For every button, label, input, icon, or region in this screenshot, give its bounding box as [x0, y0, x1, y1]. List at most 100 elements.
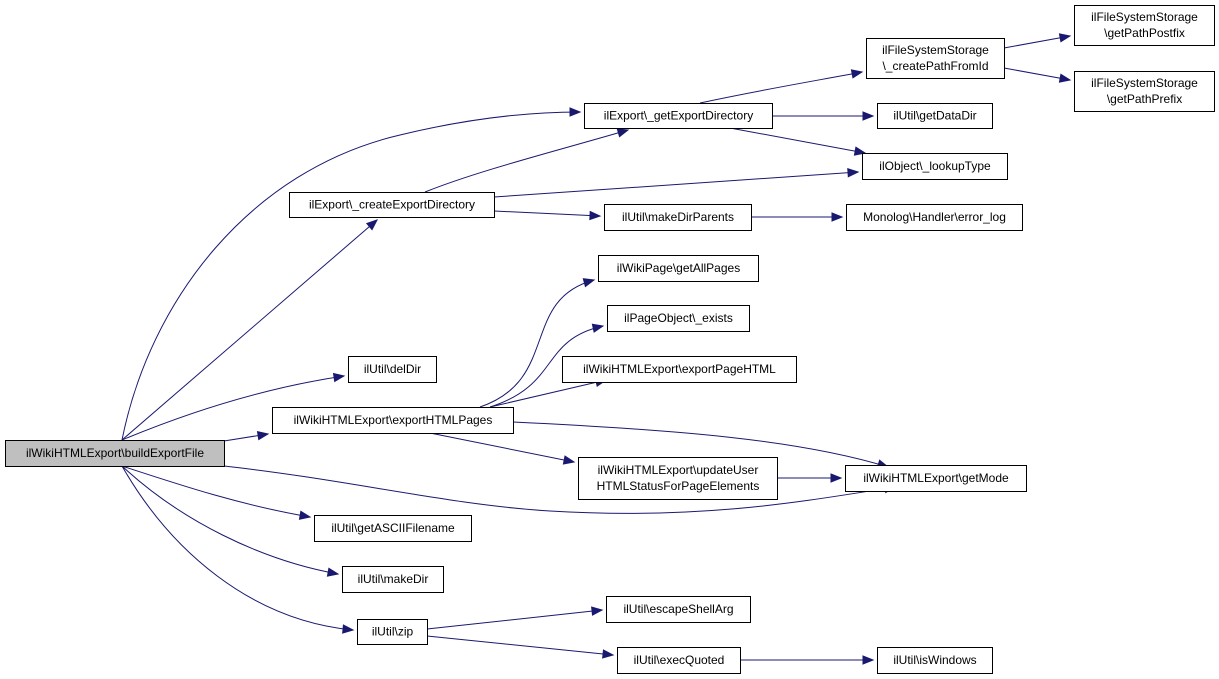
edge-zip-to-execquoted: [426, 635, 615, 659]
node-box[interactable]: [314, 515, 472, 542]
edge-arrowhead: [862, 111, 875, 121]
edge-arrowhead: [365, 219, 379, 231]
node-box[interactable]: [846, 204, 1023, 231]
node-label: ilObject\_lookupType: [879, 159, 991, 173]
edge-arrowhead: [256, 430, 270, 441]
node-pathpostfix[interactable]: ilFileSystemStorage \getPathPostfix: [1074, 5, 1215, 46]
node-box[interactable]: [342, 566, 444, 593]
node-label: \getPathPostfix: [1104, 26, 1185, 40]
node-makedir[interactable]: ilUtil\makeDir: [342, 566, 444, 593]
edge-arrowhead: [850, 69, 864, 79]
node-createpath[interactable]: ilFileSystemStorage\_createPathFromId: [866, 38, 1005, 79]
node-box[interactable]: [877, 103, 993, 129]
node-getexportdir[interactable]: ilExport\_getExportDirectory: [584, 103, 773, 129]
edge-build-to-deldir: [121, 372, 346, 441]
node-box[interactable]: [357, 619, 428, 645]
edge-line: [426, 609, 603, 630]
edge-build-to-exporthtmlpages: [223, 430, 270, 442]
node-getallpages[interactable]: ilWikiPage\getAllPages: [598, 255, 759, 282]
edge-line: [429, 432, 575, 463]
node-label: ilUtil\getASCIIFilename: [331, 521, 455, 535]
edge-arrowhead: [1058, 33, 1072, 43]
node-box[interactable]: [562, 356, 797, 383]
node-box[interactable]: [606, 596, 751, 623]
node-errorlog[interactable]: Monolog\Handler\error_log: [846, 204, 1023, 231]
node-makedirparents[interactable]: ilUtil\makeDirParents: [604, 204, 752, 231]
node-box[interactable]: [5, 440, 225, 467]
edge-createexportdir-to-lookuptype: [493, 167, 860, 198]
edge-line: [493, 210, 601, 217]
edge-arrowhead: [862, 655, 875, 665]
edge-exporthtmlpages-to-getallpages: [479, 278, 596, 408]
node-box[interactable]: [598, 255, 759, 282]
node-box[interactable]: [348, 356, 437, 383]
node-getdatadir[interactable]: ilUtil\getDataDir: [877, 103, 993, 129]
node-box[interactable]: [1074, 5, 1215, 46]
node-pathprefix[interactable]: ilFileSystemStorage \getPathPrefix: [1074, 71, 1215, 112]
node-label: ilFileSystemStorage: [1091, 10, 1198, 24]
node-label: ilUtil\escapeShellArg: [623, 602, 733, 616]
edge-getexportdir-to-getdatadir: [772, 111, 875, 121]
node-zip[interactable]: ilUtil\zip: [357, 619, 428, 645]
edge-arrowhead: [616, 128, 630, 138]
node-box[interactable]: [845, 465, 1027, 492]
node-iswindows[interactable]: ilUtil\isWindows: [877, 647, 993, 674]
edge-arrowhead: [1058, 73, 1072, 83]
node-box[interactable]: [578, 457, 778, 500]
node-box[interactable]: [877, 647, 993, 674]
node-box[interactable]: [289, 192, 495, 218]
node-exportpagehtml[interactable]: ilWikiHTMLExport\exportPageHTML: [562, 356, 797, 383]
edge-build-to-asciifilename: [121, 465, 312, 520]
edge-line: [121, 465, 311, 518]
node-label: \getPathPrefix: [1107, 92, 1182, 106]
edge-line: [512, 421, 889, 468]
node-label: ilFileSystemStorage: [882, 43, 989, 57]
node-lookuptype[interactable]: ilObject\_lookupType: [862, 153, 1008, 180]
node-box[interactable]: [272, 407, 514, 434]
node-getmode[interactable]: ilWikiHTMLExport\getMode: [845, 465, 1027, 492]
node-label: HTMLStatusForPageElements: [597, 479, 760, 493]
node-build[interactable]: ilWikiHTMLExport\buildExportFile: [5, 440, 225, 467]
node-label: ilWikiHTMLExport\exportHTMLPages: [294, 413, 493, 427]
edge-line: [424, 129, 629, 193]
node-label: ilFileSystemStorage: [1091, 76, 1198, 90]
edge-arrowhead: [591, 606, 604, 616]
node-box[interactable]: [584, 103, 773, 129]
edge-line: [489, 325, 604, 408]
node-updateuser[interactable]: ilWikiHTMLExport\updateUserHTMLStatusFor…: [578, 457, 778, 500]
node-execquoted[interactable]: ilUtil\execQuoted: [617, 647, 741, 674]
edge-execquoted-to-iswindows: [740, 655, 875, 665]
edge-arrowhead: [830, 473, 843, 483]
edge-line: [1003, 35, 1071, 49]
node-createexportdir[interactable]: ilExport\_createExportDirectory: [289, 192, 495, 218]
node-label: ilExport\_getExportDirectory: [604, 109, 753, 123]
edge-build-to-zip: [121, 465, 355, 634]
node-deldir[interactable]: ilUtil\delDir: [348, 356, 437, 383]
node-box[interactable]: [862, 153, 1008, 180]
edge-build-to-getexportdir: [121, 107, 582, 441]
edge-line: [121, 465, 339, 575]
node-pageexists[interactable]: ilPageObject\_exists: [607, 305, 750, 332]
edge-line: [729, 127, 866, 154]
node-box[interactable]: [866, 38, 1005, 79]
node-box[interactable]: [604, 204, 752, 231]
nodes-layer: ilWikiHTMLExport\buildExportFile ilExport…: [5, 5, 1215, 674]
edge-line: [121, 219, 378, 441]
node-exporthtmlpages[interactable]: ilWikiHTMLExport\exportHTMLPages: [272, 407, 514, 434]
node-label: ilWikiPage\getAllPages: [617, 261, 740, 275]
edge-line: [493, 171, 859, 198]
node-label: ilExport\_createExportDirectory: [309, 198, 475, 212]
edge-line: [1003, 67, 1071, 81]
edge-line: [699, 71, 863, 104]
edge-arrowhead: [602, 649, 615, 659]
edge-makedirparents-to-errorlog: [751, 212, 844, 222]
node-asciifilename[interactable]: ilUtil\getASCIIFilename: [314, 515, 472, 542]
node-label: ilUtil\makeDir: [358, 572, 429, 586]
edge-exporthtmlpages-to-pageexists: [489, 323, 605, 408]
node-box[interactable]: [1074, 71, 1215, 112]
node-box[interactable]: [617, 647, 741, 674]
node-label: ilWikiHTMLExport\buildExportFile: [26, 446, 204, 460]
edge-line: [426, 635, 614, 656]
node-box[interactable]: [607, 305, 750, 332]
node-escapeshellarg[interactable]: ilUtil\escapeShellArg: [606, 596, 751, 623]
